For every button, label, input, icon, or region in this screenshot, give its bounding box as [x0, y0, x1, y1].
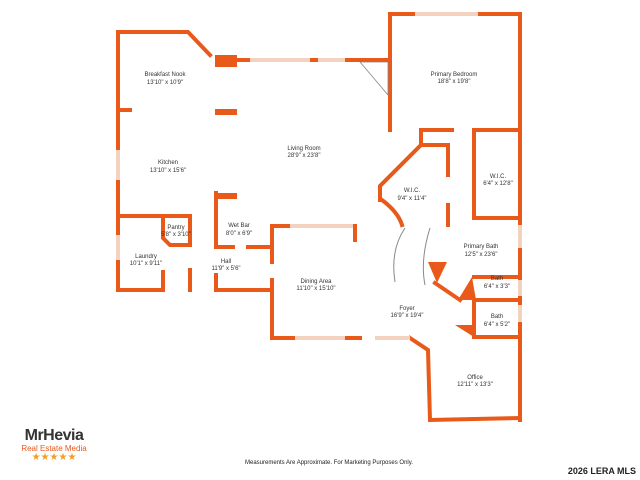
room-size: 8'0" x 6'9" — [226, 231, 252, 237]
room-size: 12'5" x 23'6" — [465, 252, 498, 258]
room-bath-2: Bath 6'4" x 5'2" — [484, 314, 510, 328]
copyright: 2026 LERA MLS — [567, 466, 636, 476]
room-name: Primary Bath — [464, 244, 499, 250]
room-size: 13'10" x 15'6" — [150, 168, 186, 174]
room-wet-bar: Wet Bar 8'0" x 6'9" — [226, 223, 252, 237]
brand-logo: MrHevia Real Estate Media ★★★★★ — [14, 428, 94, 463]
room-size: 6'4" x 3'3" — [484, 284, 510, 290]
room-size: 10'1" x 9'11" — [130, 261, 162, 267]
room-name: Pantry — [167, 225, 184, 231]
logo-name: MrHevia — [24, 427, 84, 444]
room-name: Wet Bar — [228, 223, 250, 229]
room-name: Bath — [491, 276, 503, 282]
room-bath-1: Bath 6'4" x 3'3" — [484, 276, 510, 290]
room-size: 9'4" x 11'4" — [397, 196, 426, 202]
room-size: 6'4" x 12'8" — [483, 181, 513, 187]
room-kitchen: Kitchen 13'10" x 15'6" — [150, 160, 186, 174]
room-breakfast-nook: Breakfast Nook 13'10" x 10'9" — [144, 72, 186, 86]
room-name: Primary Bedroom — [431, 72, 478, 78]
room-name: Living Room — [287, 146, 320, 152]
room-size: 5'8" x 3'10" — [161, 232, 191, 238]
room-name: Breakfast Nook — [144, 72, 186, 78]
room-name: Dining Area — [300, 279, 332, 285]
disclaimer: Measurements Are Approximate. For Market… — [245, 460, 413, 466]
room-name: W.I.C. — [490, 174, 507, 180]
room-size: 11'9" x 5'6" — [211, 266, 240, 272]
room-size: 28'9" x 23'8" — [288, 153, 321, 159]
room-wic-1: W.I.C. 9'4" x 11'4" — [397, 188, 426, 202]
room-size: 12'11" x 13'3" — [457, 382, 493, 388]
room-name: Foyer — [399, 306, 414, 312]
room-name: W.I.C. — [404, 188, 421, 194]
room-size: 11'10" x 15'10" — [296, 286, 335, 292]
room-name: Bath — [491, 314, 503, 320]
room-name: Hall — [221, 259, 231, 265]
logo-subtitle: Real Estate Media — [21, 444, 87, 453]
room-name: Kitchen — [158, 160, 178, 166]
room-name: Laundry — [135, 254, 157, 260]
room-labels: Breakfast Nook 13'10" x 10'9" Kitchen 13'1… — [130, 72, 513, 388]
room-size: 16'9" x 19'4" — [391, 313, 424, 319]
room-size: 6'4" x 5'2" — [484, 322, 510, 328]
walls — [116, 12, 523, 423]
room-name: Office — [467, 375, 483, 381]
star-rating-icon: ★★★★★ — [31, 452, 77, 463]
room-size: 13'10" x 10'9" — [147, 80, 183, 86]
room-primary-bath: Primary Bath 12'5" x 23'6" — [464, 244, 499, 258]
room-size: 18'8" x 19'8" — [438, 79, 471, 85]
room-wic-2: W.I.C.6'4" x 12'8" — [483, 174, 513, 187]
